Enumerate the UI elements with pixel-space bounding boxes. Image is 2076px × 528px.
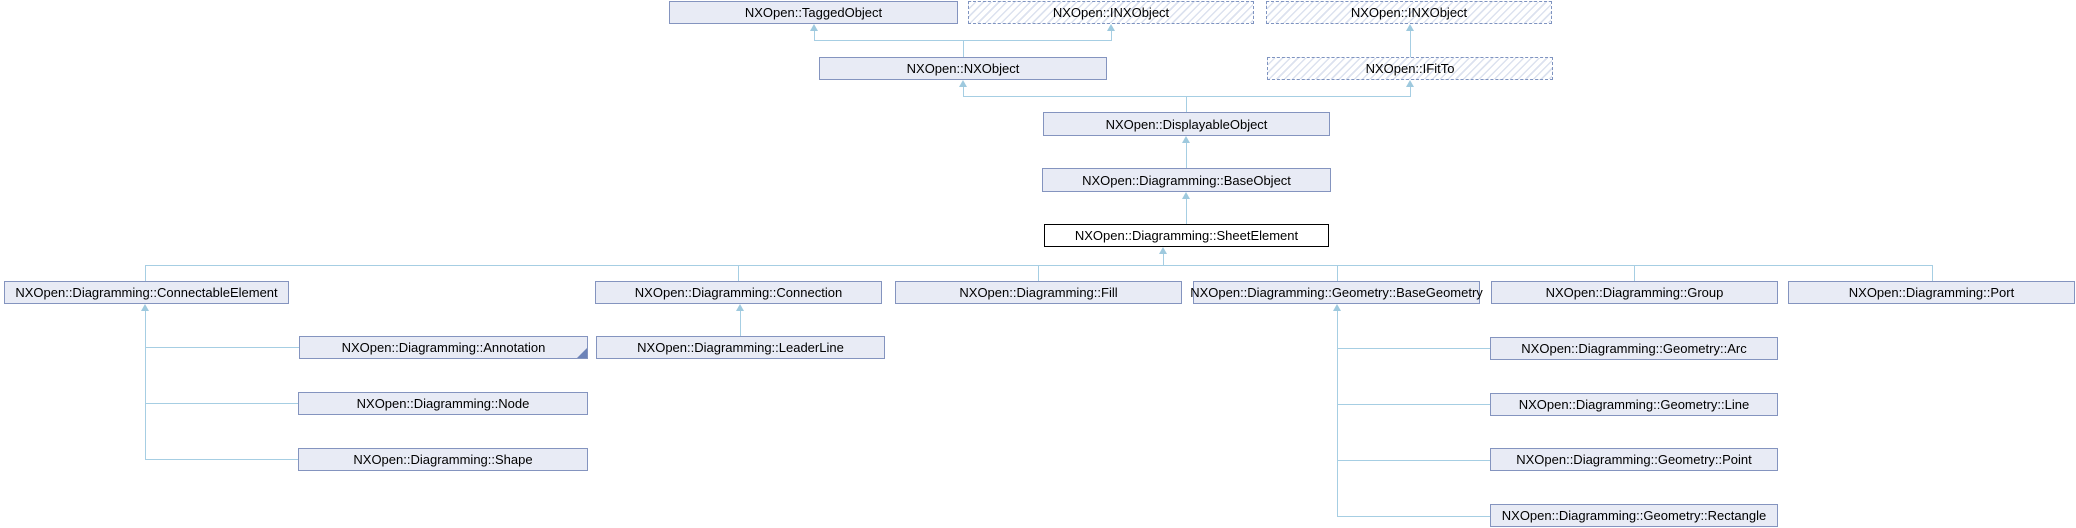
edge-line bbox=[145, 459, 298, 460]
edge-line bbox=[145, 403, 298, 404]
edge-line bbox=[814, 31, 815, 40]
class-node-inx-object-1: NXOpen::INXObject bbox=[968, 1, 1254, 24]
arrow-up-icon bbox=[1406, 80, 1414, 87]
arrow-up-icon bbox=[1107, 24, 1115, 31]
class-node-ifit-to: NXOpen::IFitTo bbox=[1267, 57, 1553, 80]
arrow-up-icon bbox=[736, 304, 744, 311]
edge-line bbox=[738, 265, 739, 281]
class-node-sheet-element: NXOpen::Diagramming::SheetElement bbox=[1044, 224, 1329, 247]
class-node-fill[interactable]: NXOpen::Diagramming::Fill bbox=[895, 281, 1182, 304]
edge-line bbox=[145, 311, 146, 460]
edge-line bbox=[1337, 265, 1338, 281]
arrow-up-icon bbox=[1182, 192, 1190, 199]
edge-line bbox=[1337, 311, 1338, 516]
edge-line bbox=[1186, 143, 1187, 168]
edge-line bbox=[145, 347, 299, 348]
edge-line bbox=[1337, 516, 1490, 517]
class-node-inx-object-2: NXOpen::INXObject bbox=[1266, 1, 1552, 24]
edge-line bbox=[1186, 199, 1187, 224]
edge-line bbox=[1410, 31, 1411, 57]
class-node-port[interactable]: NXOpen::Diagramming::Port bbox=[1788, 281, 2075, 304]
class-node-base-object[interactable]: NXOpen::Diagramming::BaseObject bbox=[1042, 168, 1331, 192]
edge-line bbox=[963, 40, 964, 57]
class-node-group[interactable]: NXOpen::Diagramming::Group bbox=[1491, 281, 1778, 304]
edge-line bbox=[963, 87, 964, 96]
arrow-up-icon bbox=[1159, 247, 1167, 254]
arrow-up-icon bbox=[141, 304, 149, 311]
edge-line bbox=[740, 311, 741, 336]
edge-line bbox=[145, 265, 1933, 266]
class-node-connectable-element[interactable]: NXOpen::Diagramming::ConnectableElement bbox=[4, 281, 289, 304]
edge-line bbox=[1634, 265, 1635, 281]
class-node-geometry-line[interactable]: NXOpen::Diagramming::Geometry::Line bbox=[1490, 393, 1778, 416]
edge-line bbox=[1337, 404, 1490, 405]
edge-line bbox=[1337, 348, 1490, 349]
arrow-up-icon bbox=[810, 24, 818, 31]
arrow-up-icon bbox=[959, 80, 967, 87]
class-node-node[interactable]: NXOpen::Diagramming::Node bbox=[298, 392, 588, 415]
class-node-base-geometry[interactable]: NXOpen::Diagramming::Geometry::BaseGeome… bbox=[1190, 281, 1483, 304]
fold-corner-icon bbox=[577, 348, 587, 358]
class-node-annotation-label: NXOpen::Diagramming::Annotation bbox=[341, 340, 546, 355]
edge-line bbox=[1111, 31, 1112, 40]
class-node-connection[interactable]: NXOpen::Diagramming::Connection bbox=[595, 281, 882, 304]
class-node-shape[interactable]: NXOpen::Diagramming::Shape bbox=[298, 448, 588, 471]
edge-line bbox=[963, 96, 1411, 97]
edge-line bbox=[145, 265, 146, 281]
edge-line bbox=[1932, 265, 1933, 281]
edge-line bbox=[1337, 460, 1490, 461]
class-node-geometry-arc[interactable]: NXOpen::Diagramming::Geometry::Arc bbox=[1490, 337, 1778, 360]
edge-line bbox=[1163, 254, 1164, 265]
edge-line bbox=[1410, 87, 1411, 96]
edge-line bbox=[1038, 265, 1039, 281]
arrow-up-icon bbox=[1333, 304, 1341, 311]
class-node-tagged-object[interactable]: NXOpen::TaggedObject bbox=[669, 1, 958, 24]
class-node-geometry-point[interactable]: NXOpen::Diagramming::Geometry::Point bbox=[1490, 448, 1778, 471]
class-node-nx-object[interactable]: NXOpen::NXObject bbox=[819, 57, 1107, 80]
class-node-leader-line[interactable]: NXOpen::Diagramming::LeaderLine bbox=[596, 336, 885, 359]
class-node-displayable-object[interactable]: NXOpen::DisplayableObject bbox=[1043, 112, 1330, 136]
class-node-annotation[interactable]: NXOpen::Diagramming::Annotation bbox=[299, 336, 588, 359]
arrow-up-icon bbox=[1182, 136, 1190, 143]
class-node-geometry-rectangle[interactable]: NXOpen::Diagramming::Geometry::Rectangle bbox=[1490, 504, 1778, 527]
arrow-up-icon bbox=[1406, 24, 1414, 31]
edge-line bbox=[1186, 96, 1187, 112]
